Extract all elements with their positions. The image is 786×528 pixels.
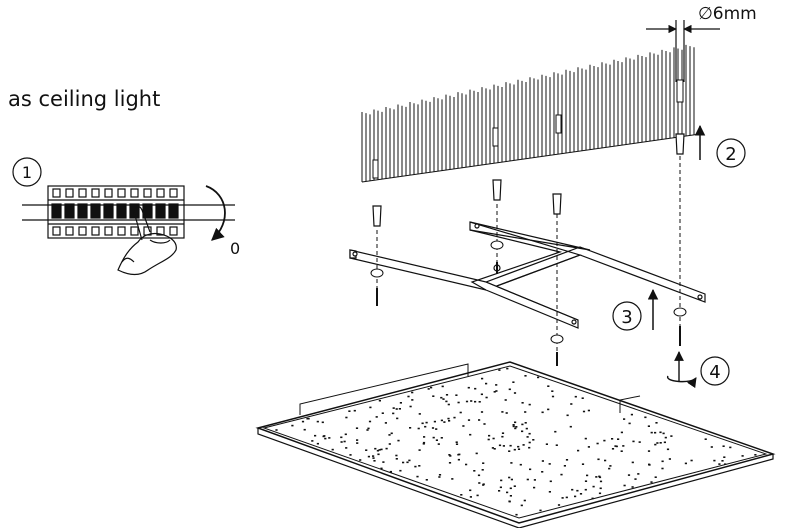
drill-hole [676,79,684,103]
alignment-lines [376,156,681,362]
caption-text: as ceiling light [8,87,160,111]
step-4-label: 4 [709,362,720,383]
rotate-off-arrow [205,185,226,241]
led-panel [255,361,776,528]
drill-dimension [646,20,720,82]
step-3-circle [612,301,642,331]
fuse-box [12,157,235,276]
step-4-rotate-arrow [667,351,697,389]
washers [370,240,687,344]
ceiling-wall [361,44,701,183]
switch-off-label: 0 [230,239,240,258]
step-2-label: 2 [725,144,736,165]
wall-plugs [372,133,685,227]
step-3-label: 3 [621,307,632,328]
step-2-circle [716,138,746,168]
drill-hole [372,159,379,179]
step-1-label: 1 [22,163,32,182]
drill-diameter-label: ∅6mm [698,4,757,24]
screws [376,262,681,366]
drill-hole [492,127,499,147]
mounting-bracket [349,221,706,329]
drill-hole [555,114,562,134]
step-4-circle [700,356,730,386]
step-1-circle [12,157,42,187]
